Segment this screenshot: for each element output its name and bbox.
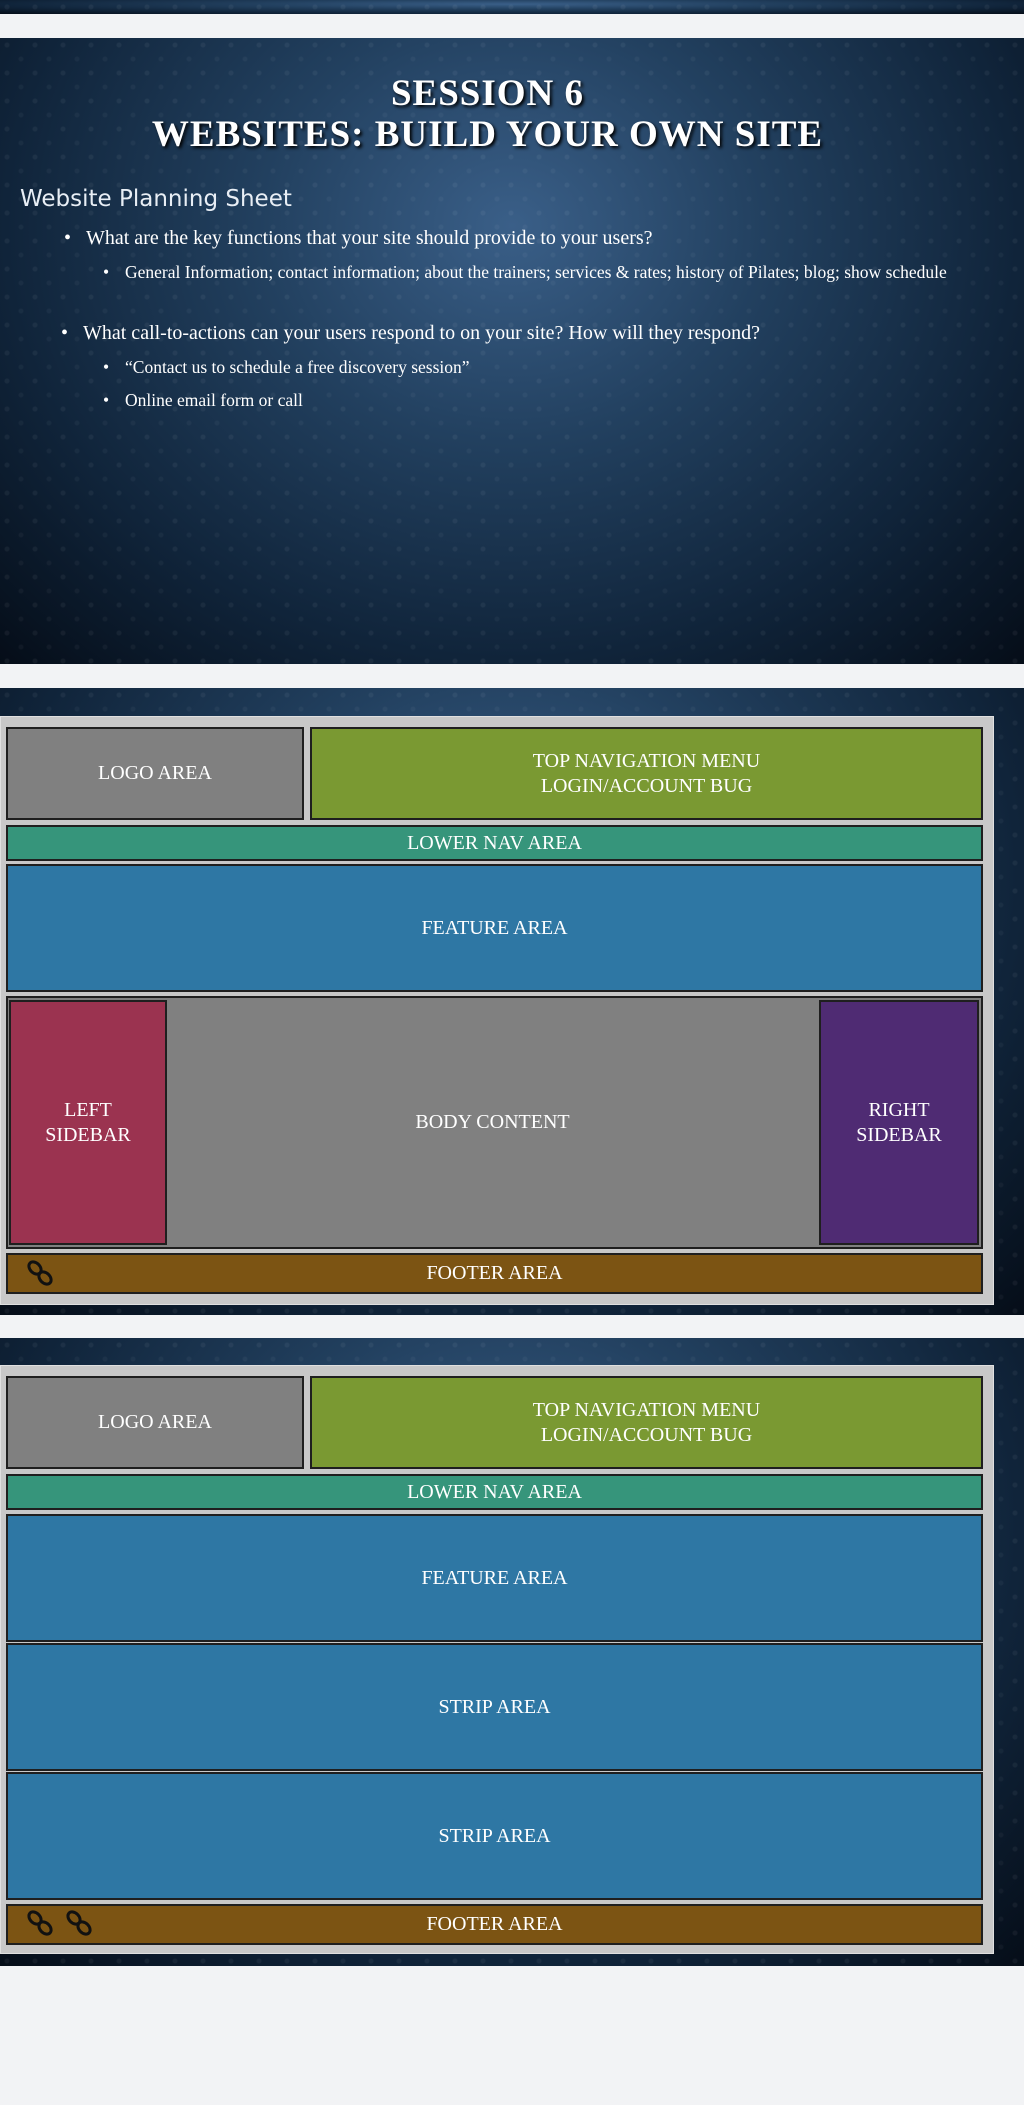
bullet-dot: •: [103, 357, 110, 377]
link-icon: [27, 1910, 53, 1936]
slide-title-main: WEBSITES: BUILD YOUR OWN SITE: [151, 114, 824, 155]
account-bug-label: LOGIN/ACCOUNT BUG: [540, 774, 753, 797]
sub-bullet-text: Online email form or call: [125, 390, 303, 410]
bullet-dot: •: [64, 227, 72, 249]
bullet-text: What are the key functions that your sit…: [86, 227, 653, 249]
sub-bullet-general-info: • General Information; contact informati…: [103, 259, 965, 285]
sub-bullet-email-form: • Online email form or call: [103, 387, 965, 413]
bullet-text: What call-to-actions can your users resp…: [83, 322, 761, 344]
top-navigation-area: TOP NAVIGATION MENU LOGIN/ACCOUNT BUG: [310, 727, 983, 820]
logo-area: LOGO AREA: [6, 1376, 304, 1469]
lower-nav-area: LOWER NAV AREA: [6, 825, 983, 861]
bullet-key-functions: • What are the key functions that your s…: [64, 225, 966, 251]
body-content: BODY CONTENT: [415, 1111, 570, 1133]
bullet-call-to-actions: • What call-to-actions can your users re…: [61, 320, 983, 346]
right-sidebar: RIGHT SIDEBAR: [819, 1000, 979, 1245]
bullet-dot: •: [61, 322, 69, 344]
top-navigation-area: TOP NAVIGATION MENU LOGIN/ACCOUNT BUG: [310, 1376, 983, 1469]
bullet-dot: •: [103, 390, 110, 410]
sub-bullet-contact-us: • “Contact us to schedule a free discove…: [103, 354, 965, 380]
slide-heading: Website Planning Sheet: [20, 186, 292, 212]
top-nav-label: TOP NAVIGATION MENU: [532, 1398, 761, 1421]
previous-slide-edge: [0, 0, 1024, 14]
logo-area: LOGO AREA: [6, 727, 304, 820]
footer-area: FOOTER AREA: [6, 1253, 983, 1294]
link-icon: [66, 1910, 92, 1936]
lower-nav-area: LOWER NAV AREA: [6, 1474, 983, 1510]
bullet-dot: •: [103, 262, 110, 282]
slide-title-session: SESSION 6: [390, 73, 585, 114]
left-sidebar: LEFT SIDEBAR: [9, 1000, 167, 1245]
strip-area-1: STRIP AREA: [6, 1643, 983, 1771]
strip-area-2: STRIP AREA: [6, 1772, 983, 1900]
sub-bullet-text: “Contact us to schedule a free discovery…: [125, 357, 470, 377]
account-bug-label: LOGIN/ACCOUNT BUG: [540, 1423, 753, 1446]
footer-area: FOOTER AREA: [6, 1904, 983, 1945]
sub-bullet-text: General Information; contact information…: [125, 262, 947, 282]
top-nav-label: TOP NAVIGATION MENU: [532, 749, 761, 772]
slide-planning-sheet[interactable]: [0, 38, 1024, 664]
feature-area: FEATURE AREA: [6, 864, 983, 992]
link-icon: [27, 1260, 53, 1286]
feature-area: FEATURE AREA: [6, 1514, 983, 1642]
